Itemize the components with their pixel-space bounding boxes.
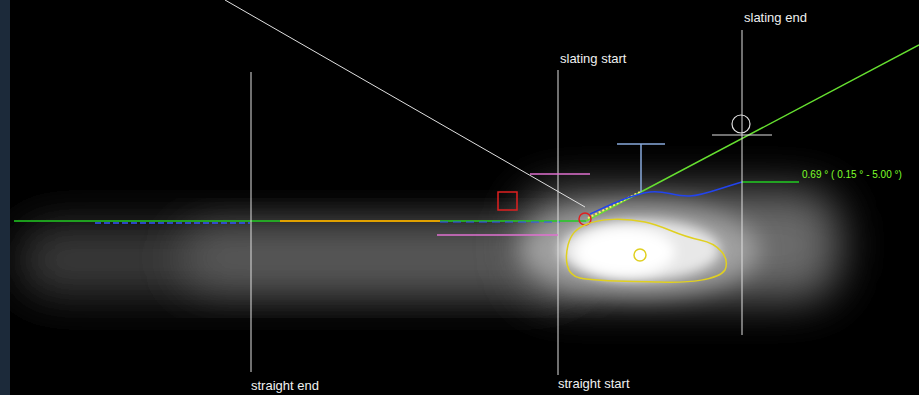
marker-label: slating start [559, 51, 627, 66]
t-marker [617, 144, 665, 192]
fit-segment [280, 220, 440, 222]
marker-line [742, 30, 743, 335]
light-glow [20, 190, 840, 300]
angle-value: 0.69 ° ( 0.15 ° - 5.00 °) [801, 169, 903, 181]
detect-curve [590, 182, 742, 214]
tolerance-line [437, 234, 558, 236]
red-square [498, 192, 517, 210]
hotspot-contour [566, 219, 726, 282]
marker-label: slating end [743, 10, 808, 25]
marker-line [558, 70, 559, 375]
detect-line [95, 222, 250, 224]
value-line [742, 181, 799, 183]
edge-strip [0, 0, 10, 395]
slant-line [586, 45, 919, 221]
tolerance-line [530, 173, 590, 175]
hotspot-center [634, 249, 646, 261]
marker-line [251, 72, 252, 372]
marker-label: straight end [250, 378, 320, 393]
detect-line [440, 221, 560, 222]
cutoff-line [14, 220, 586, 222]
measure-point [712, 115, 772, 135]
leader-line [225, 0, 585, 207]
marker-label: straight start [557, 376, 631, 391]
